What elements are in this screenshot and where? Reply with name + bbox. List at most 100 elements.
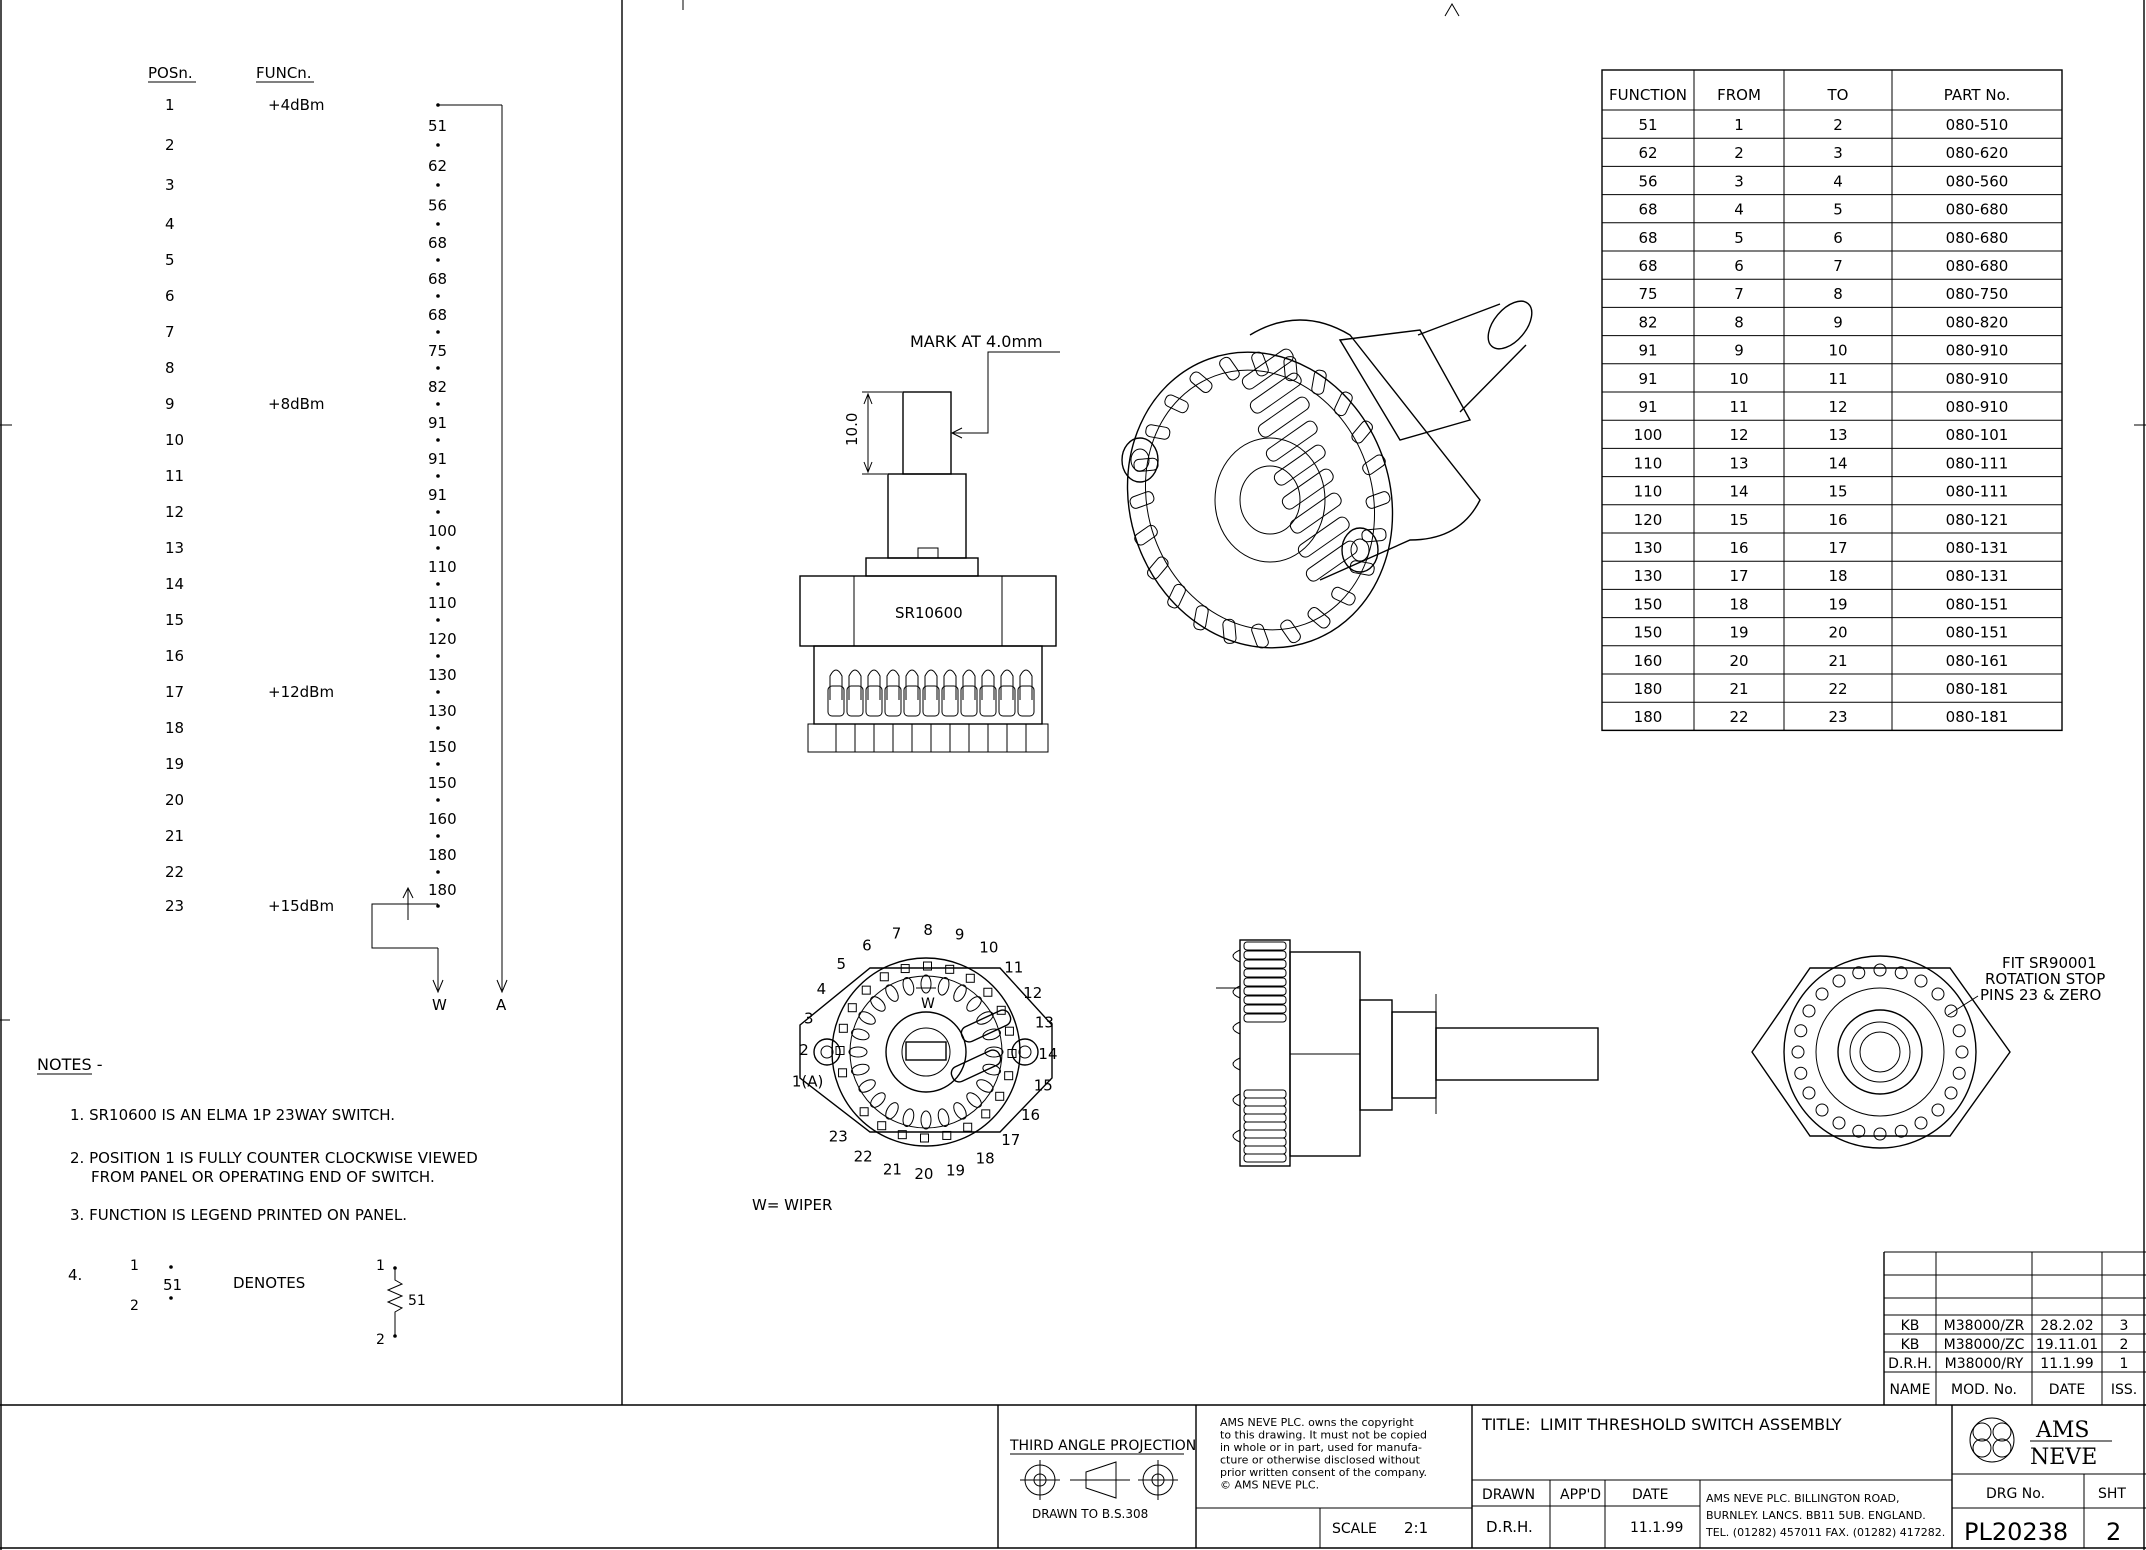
pin-number: 16 bbox=[1021, 1106, 1040, 1124]
table-cell: 150 bbox=[1634, 595, 1663, 613]
table-cell: 080-101 bbox=[1946, 426, 2009, 444]
position-number: 15 bbox=[165, 611, 184, 629]
table-header: PART No. bbox=[1944, 86, 2011, 104]
table-cell: 080-151 bbox=[1946, 624, 2009, 642]
position-number: 4 bbox=[165, 215, 175, 233]
table-cell: 080-910 bbox=[1946, 398, 2009, 416]
position-number: 22 bbox=[165, 863, 184, 881]
table-cell: 080-910 bbox=[1946, 342, 2009, 360]
table-cell: 150 bbox=[1634, 624, 1663, 642]
revision-cell: KB bbox=[1901, 1318, 1920, 1334]
resistor-value: 130 bbox=[428, 666, 457, 684]
table-cell: 62 bbox=[1638, 144, 1657, 162]
position-number: 16 bbox=[165, 647, 184, 665]
note-2: 2. POSITION 1 IS FULLY COUNTER CLOCKWISE… bbox=[70, 1149, 478, 1167]
table-cell: 91 bbox=[1638, 342, 1657, 360]
resistor-value: 82 bbox=[428, 378, 447, 396]
table-cell: 17 bbox=[1729, 567, 1748, 585]
table-cell: 120 bbox=[1634, 511, 1663, 529]
resistor-value: 150 bbox=[428, 738, 457, 756]
table-cell: 21 bbox=[1729, 680, 1748, 698]
resistor-value: 68 bbox=[428, 306, 447, 324]
notes-section: NOTES - 1. SR10600 IS AN ELMA 1P 23WAY S… bbox=[37, 1055, 478, 1348]
table-cell: 68 bbox=[1638, 201, 1657, 219]
table-cell: 080-111 bbox=[1946, 483, 2009, 501]
resistor-value: 100 bbox=[428, 522, 457, 540]
resistor-value: 110 bbox=[428, 594, 457, 612]
table-cell: 51 bbox=[1638, 116, 1657, 134]
resistor-value: 150 bbox=[428, 774, 457, 792]
resistor-symbol bbox=[386, 1268, 404, 1336]
note-4-denotes: DENOTES bbox=[233, 1274, 305, 1292]
note-4-r-pin-1: 1 bbox=[376, 1258, 385, 1274]
a-terminal-label: A bbox=[496, 996, 507, 1014]
revision-cell: M38000/ZR bbox=[1944, 1318, 2025, 1334]
address-line: BURNLEY. LANCS. BB11 5UB. ENGLAND. bbox=[1706, 1509, 1926, 1522]
table-cell: 13 bbox=[1729, 454, 1748, 472]
address-line: AMS NEVE PLC. BILLINGTON ROAD, bbox=[1706, 1492, 1899, 1505]
drg-label: DRG No. bbox=[1986, 1486, 2045, 1502]
table-cell: 8 bbox=[1734, 313, 1744, 331]
title-block: THIRD ANGLE PROJECTION DRAWN TO B.S.308 … bbox=[997, 1405, 2146, 1548]
resistor-value: 180 bbox=[428, 881, 457, 899]
pin-number: 23 bbox=[829, 1128, 848, 1146]
drawn-to-standard: DRAWN TO B.S.308 bbox=[1032, 1507, 1148, 1521]
table-cell: 91 bbox=[1638, 398, 1657, 416]
table-cell: 080-131 bbox=[1946, 567, 2009, 585]
table-cell: 080-111 bbox=[1946, 454, 2009, 472]
position-number: 18 bbox=[165, 719, 184, 737]
pin-number: 13 bbox=[1035, 1013, 1054, 1031]
table-cell: 100 bbox=[1634, 426, 1663, 444]
table-cell: 080-131 bbox=[1946, 539, 2009, 557]
pin-number: 3 bbox=[804, 1009, 814, 1027]
table-cell: 160 bbox=[1634, 652, 1663, 670]
pin-number: 20 bbox=[914, 1165, 933, 1183]
table-cell: 5 bbox=[1734, 229, 1744, 247]
table-cell: 3 bbox=[1833, 144, 1843, 162]
table-cell: 080-910 bbox=[1946, 370, 2009, 388]
table-cell: 5 bbox=[1833, 201, 1843, 219]
date-label: DATE bbox=[1632, 1487, 1668, 1503]
title-value: LIMIT THRESHOLD SWITCH ASSEMBLY bbox=[1540, 1415, 1842, 1434]
table-cell: 080-151 bbox=[1946, 595, 2009, 613]
logo-neve: NEVE bbox=[2030, 1445, 2097, 1470]
function-label: +12dBm bbox=[268, 683, 334, 701]
note-4-pin-2: 2 bbox=[130, 1298, 139, 1314]
address-line: TEL. (01282) 457011 FAX. (01282) 417282. bbox=[1705, 1526, 1945, 1539]
ams-neve-logo: AMS NEVE bbox=[1969, 1417, 2112, 1470]
table-cell: 18 bbox=[1729, 595, 1748, 613]
copyright-line: in whole or in part, used for manufa- bbox=[1220, 1441, 1422, 1454]
table-cell: 080-560 bbox=[1946, 172, 2009, 190]
function-label: +8dBm bbox=[268, 395, 325, 413]
switch-horizontal-side-view bbox=[1216, 939, 1599, 1167]
rear-note-line-1: FIT SR90001 bbox=[2002, 954, 2097, 972]
table-cell: 91 bbox=[1638, 370, 1657, 388]
table-cell: 7 bbox=[1833, 257, 1843, 275]
pos-header: POSn. bbox=[148, 64, 193, 82]
resistor-value: 91 bbox=[428, 450, 447, 468]
notes-title: NOTES - bbox=[37, 1055, 102, 1074]
table-cell: 2 bbox=[1833, 116, 1843, 134]
table-cell: 7 bbox=[1734, 285, 1744, 303]
logo-ams: AMS bbox=[2035, 1418, 2090, 1443]
table-cell: 56 bbox=[1638, 172, 1657, 190]
revision-cell: 28.2.02 bbox=[2040, 1318, 2093, 1334]
position-number: 7 bbox=[165, 323, 175, 341]
table-cell: 23 bbox=[1828, 708, 1847, 726]
position-number: 13 bbox=[165, 539, 184, 557]
position-number: 3 bbox=[165, 176, 175, 194]
table-cell: 21 bbox=[1828, 652, 1847, 670]
scale-label: SCALE bbox=[1332, 1521, 1377, 1537]
table-cell: 6 bbox=[1833, 229, 1843, 247]
table-cell: 6 bbox=[1734, 257, 1744, 275]
table-cell: 080-680 bbox=[1946, 257, 2009, 275]
pin-number: 18 bbox=[976, 1150, 995, 1168]
table-cell: 14 bbox=[1729, 483, 1748, 501]
position-number: 8 bbox=[165, 359, 175, 377]
resistor-value: 56 bbox=[428, 197, 447, 215]
copyright-line: to this drawing. It must not be copied bbox=[1220, 1429, 1427, 1442]
table-header: FROM bbox=[1717, 86, 1761, 104]
wiper-mark: W bbox=[921, 996, 935, 1012]
table-cell: 19 bbox=[1729, 624, 1748, 642]
table-cell: 180 bbox=[1634, 708, 1663, 726]
